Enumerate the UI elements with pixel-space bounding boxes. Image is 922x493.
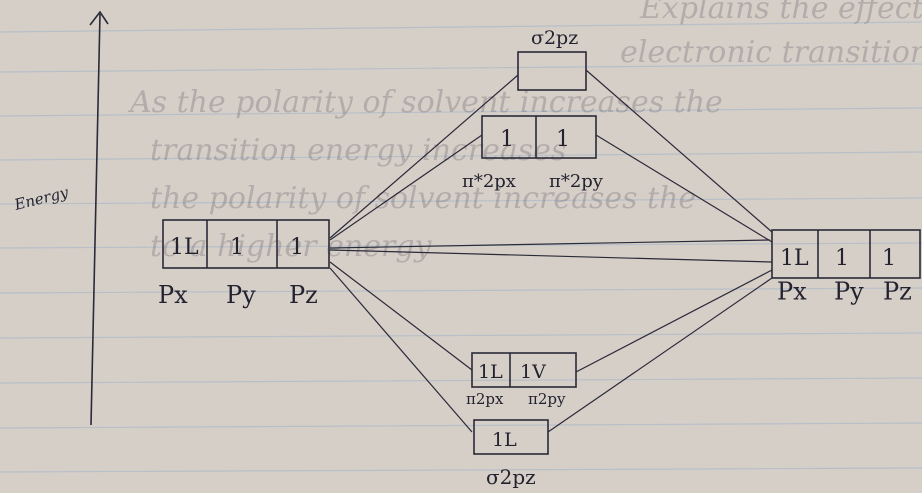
left-px-electrons: 1L — [170, 235, 199, 260]
sigma-2pz-label: σ2pz — [486, 465, 536, 489]
right-px-label: Px — [777, 277, 807, 305]
bleed-line-4: transition energy increases — [150, 133, 566, 168]
right-px-electrons: 1L — [780, 246, 809, 271]
left-px-label: Px — [158, 281, 188, 309]
right-py-label: Py — [834, 277, 864, 305]
right-atom-orbitals: 1L 1 1 — [771, 229, 921, 279]
pi-2py-label: π2py — [528, 390, 566, 408]
pi-star-2py-label: π*2py — [549, 171, 604, 192]
pi-2py-electrons: 1V — [520, 361, 546, 383]
pi-star-2px-label: π*2px — [462, 171, 516, 192]
bleed-line-5: the polarity of solvent increases the — [150, 181, 696, 216]
right-pz-electrons: 1 — [882, 246, 896, 271]
left-pz-electrons: 1 — [290, 235, 304, 260]
left-atom-orbitals: 1L 1 1 — [162, 219, 330, 269]
pi-2px-label: π2px — [466, 390, 504, 408]
left-py-electrons: 1 — [230, 235, 244, 260]
sigma-2pz-orbital: 1L — [473, 419, 549, 455]
connector-lines — [329, 69, 773, 433]
sigma-2pz-electrons: 1L — [492, 429, 517, 451]
energy-axis-label: Energy — [12, 183, 71, 214]
bleed-line-2: electronic transition. — [620, 35, 922, 70]
right-py-electrons: 1 — [835, 246, 849, 271]
bleed-line-1: Explains the effect of solvent on — [639, 0, 922, 26]
bleed-line-3: As the polarity of solvent increases the — [127, 85, 723, 120]
pi-bonding-orbitals: 1L 1V — [471, 352, 577, 388]
left-py-label: Py — [226, 281, 256, 309]
left-pz-label: Pz — [289, 281, 318, 309]
pi-star-orbitals: 1 1 — [481, 115, 597, 159]
pi-star-2px-electron: 1 — [500, 127, 514, 152]
bleed-through-text: Explains the effect of solvent on electr… — [127, 0, 922, 264]
pi-star-2py-electron: 1 — [556, 127, 570, 152]
right-pz-label: Pz — [883, 277, 912, 305]
pi-2px-electrons: 1L — [478, 361, 503, 383]
sigma-star-2pz-orbital — [517, 51, 587, 91]
sigma-star-2pz-label: σ2pz — [531, 27, 578, 49]
energy-axis — [89, 10, 109, 426]
